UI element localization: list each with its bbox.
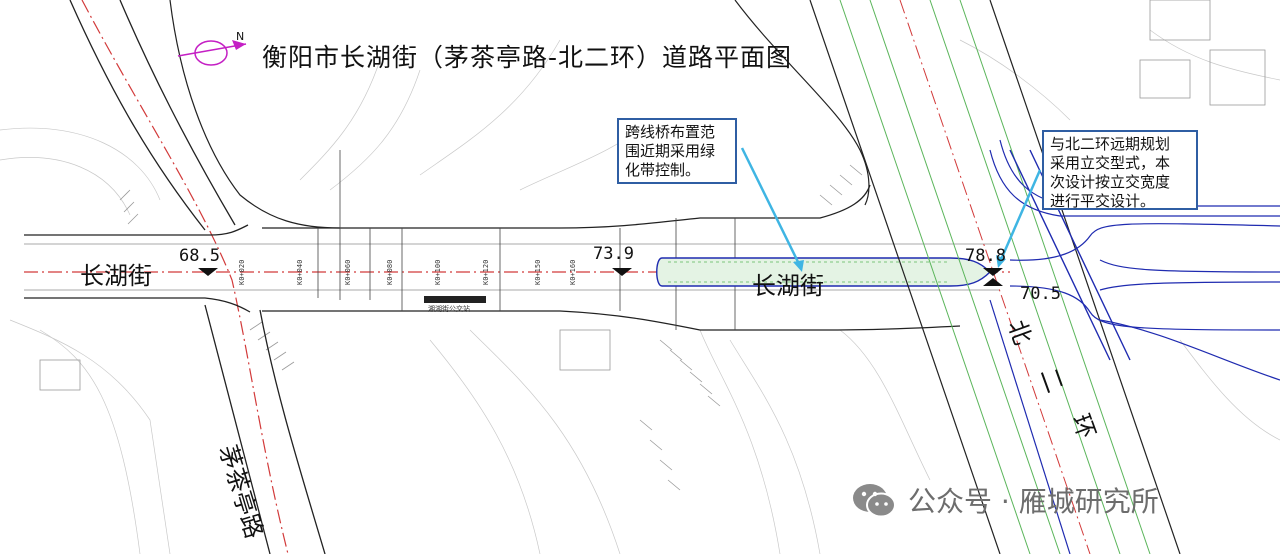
bus-stop-label: 湘湖街公交站 [428, 304, 470, 313]
bus-stop-marker [424, 296, 486, 303]
elevation-label-east-upper: 78.8 [965, 246, 1006, 266]
svg-text:K0+120: K0+120 [482, 260, 490, 285]
svg-text:K0+040: K0+040 [296, 260, 304, 285]
buildings [39, 0, 1266, 391]
svg-text:K0+160: K0+160 [569, 260, 577, 285]
changhu-street [24, 0, 1010, 331]
svg-text:K0+080: K0+080 [386, 260, 394, 285]
svg-text:K0+150: K0+150 [534, 260, 542, 285]
terrain-contours [0, 29, 1280, 554]
elevation-label-west: 68.5 [179, 246, 220, 266]
maochating-road [69, 0, 326, 554]
watermark: 公众号 · 雁城研究所 [850, 478, 1159, 522]
watermark-text: 公众号 · 雁城研究所 [908, 485, 1159, 518]
elevation-label-mid: 73.9 [593, 244, 634, 264]
callout-arrows [740, 147, 1042, 267]
north-compass-icon [177, 40, 247, 66]
elevation-markers [198, 268, 1003, 286]
svg-text:K0+060: K0+060 [344, 260, 352, 285]
svg-text:K0+020: K0+020 [238, 260, 246, 285]
svg-text:K0+100: K0+100 [434, 260, 442, 285]
bridge-median [656, 257, 991, 287]
elevation-label-east-lower: 70.5 [1020, 284, 1061, 304]
map-title: 衡阳市长湖街（茅茶亭路-北二环）道路平面图 [262, 43, 793, 72]
bridge-note: 跨线桥布置范 围近期采用绿 化带控制。 [617, 118, 737, 184]
ring-road-note: 与北二环远期规划 采用立交型式，本 次设计按立交宽度 进行平交设计。 [1042, 130, 1198, 210]
changhu-street-label-west: 长湖街 [80, 262, 152, 290]
callout-arrowhead-ring [996, 255, 1006, 268]
compass-north-label: N [236, 30, 244, 43]
wechat-icon [853, 484, 896, 518]
slope-hatching [119, 164, 863, 491]
beierhuan-road [809, 0, 1181, 554]
callout-arrowhead-bridge [793, 260, 804, 272]
changhu-street-label-bridge: 长湖街 [752, 272, 824, 300]
